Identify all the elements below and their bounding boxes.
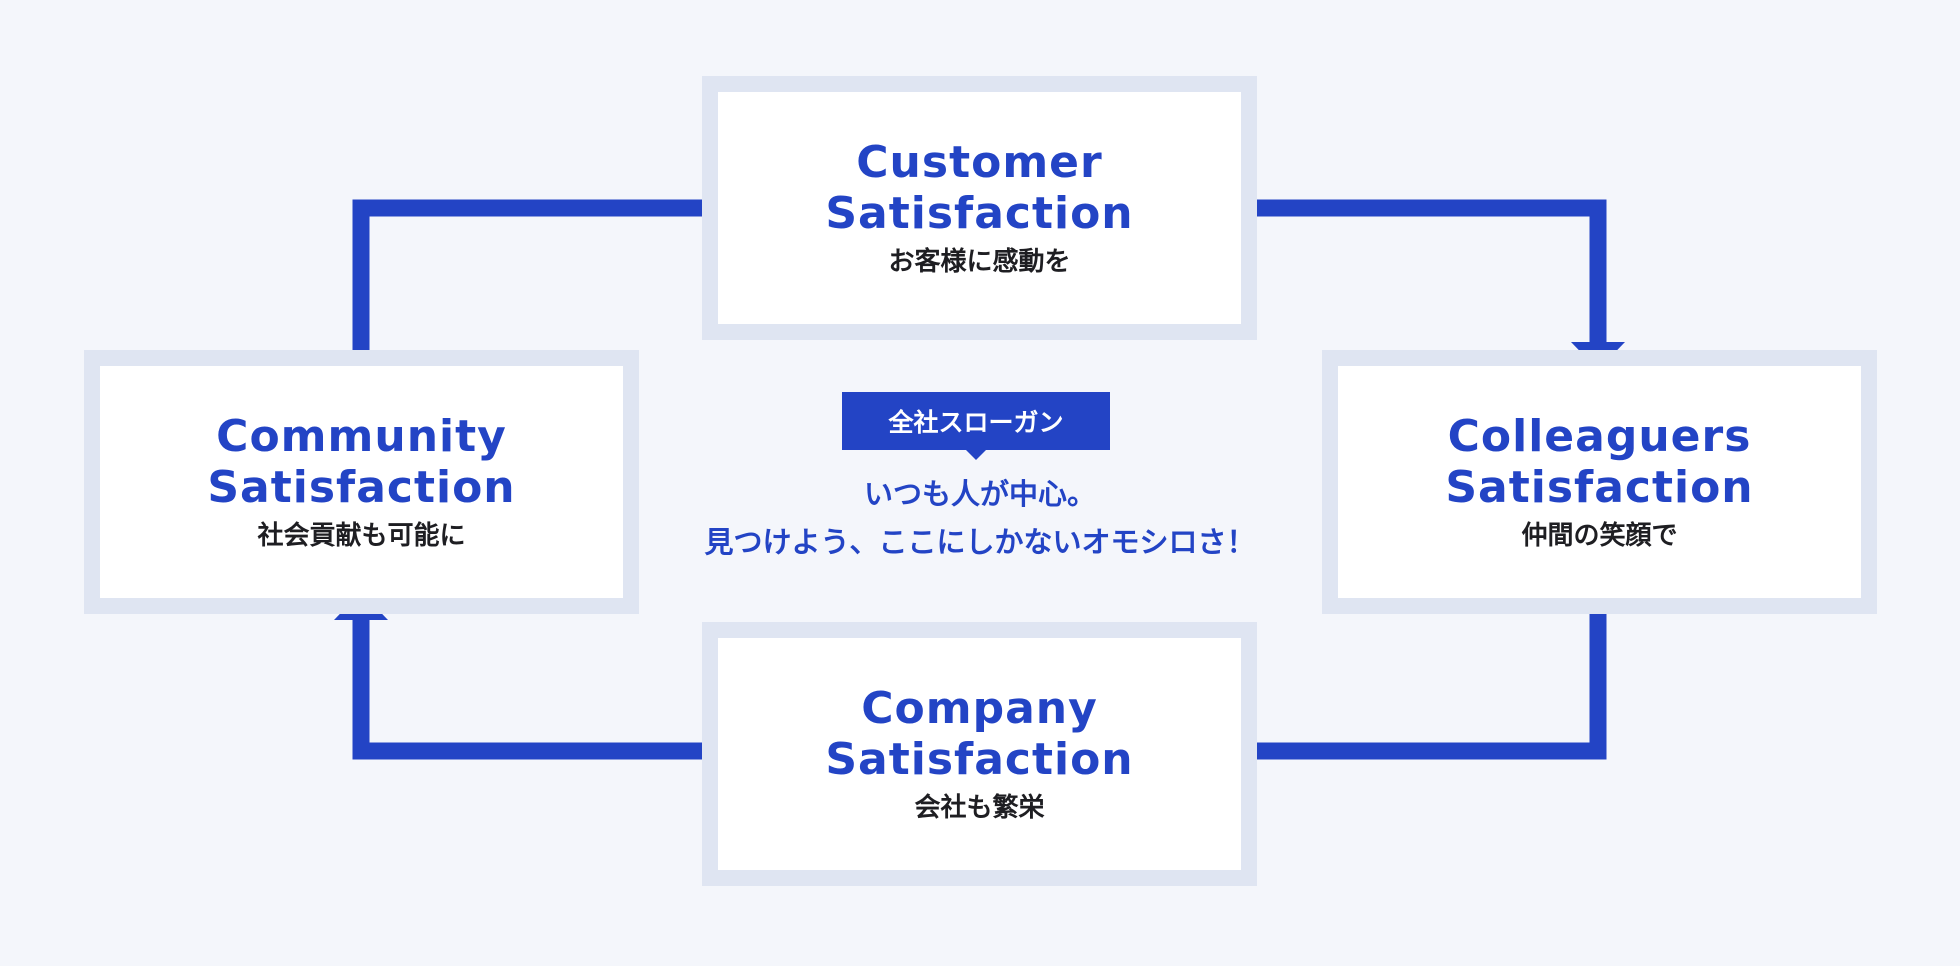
node-title-line: Satisfaction: [825, 734, 1134, 785]
slogan-line-1: いつも人が中心。: [863, 477, 1096, 511]
slogan-line-2: 見つけよう、ここにしかないオモシロさ！: [704, 525, 1256, 559]
node-title-line: Satisfaction: [207, 462, 516, 513]
node-title: Community Satisfaction: [100, 411, 623, 513]
node-title-line: Colleaguers: [1447, 411, 1752, 462]
node-company-satisfaction: Company Satisfaction 会社も繁栄: [702, 622, 1257, 886]
node-title: Colleaguers Satisfaction: [1338, 411, 1861, 513]
node-title-line: Satisfaction: [825, 188, 1134, 239]
node-title: Company Satisfaction: [718, 683, 1241, 785]
arrow-customer-to-colleagues: [1257, 199, 1625, 370]
node-title: Customer Satisfaction: [718, 137, 1241, 239]
node-title-line: Community: [216, 411, 507, 462]
arrow-company-to-community: [334, 592, 704, 760]
node-title-line: Company: [861, 683, 1098, 734]
slogan-badge: 全社スローガン: [842, 392, 1110, 460]
node-subtitle: 社会貢献も可能に: [257, 521, 466, 551]
node-community-satisfaction: Community Satisfaction 社会貢献も可能に: [84, 350, 639, 614]
node-subtitle: お客様に感動を: [888, 247, 1071, 277]
node-subtitle: 会社も繁栄: [914, 793, 1045, 823]
node-colleagues-satisfaction: Colleaguers Satisfaction 仲間の笑顔で: [1322, 350, 1877, 614]
node-title-line: Satisfaction: [1445, 462, 1754, 513]
node-title-line: Customer: [856, 137, 1103, 188]
node-subtitle: 仲間の笑顔で: [1521, 521, 1678, 551]
node-customer-satisfaction: Customer Satisfaction お客様に感動を: [702, 76, 1257, 340]
